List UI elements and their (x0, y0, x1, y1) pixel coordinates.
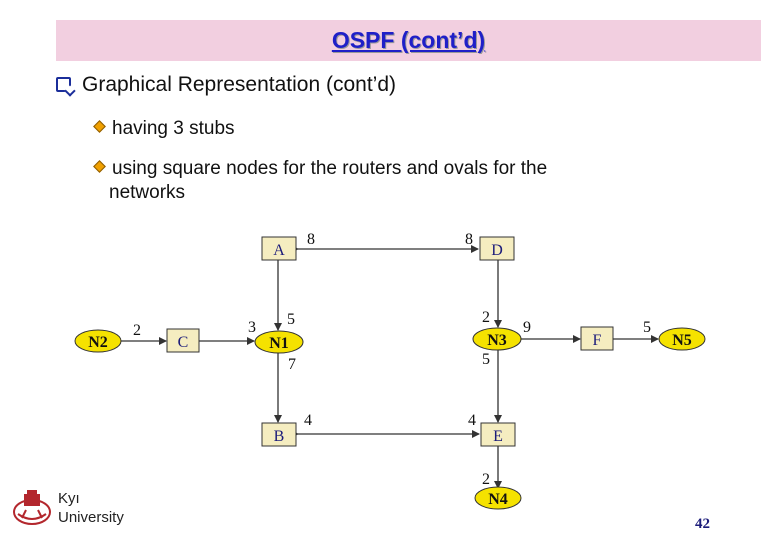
title-bar: OSPF (cont’d) (56, 20, 761, 61)
university-seal-icon (13, 490, 51, 525)
network-N3: N3 (472, 327, 522, 351)
university-name-line2: University (58, 509, 124, 526)
network-N2: N2 (74, 329, 122, 353)
router-A-label: A (273, 242, 285, 259)
router-F-label: F (593, 332, 602, 349)
cost-label: 3 (248, 319, 256, 336)
cost-label: 7 (288, 356, 296, 373)
university-name-line1: Kyı (58, 490, 80, 507)
network-N1: N1 (254, 330, 304, 354)
main-bullet: Graphical Representation (cont’d) (56, 73, 396, 97)
sub-bullet-1: having 3 stubs (93, 117, 235, 141)
main-bullet-text: Graphical Representation (cont’d) (82, 73, 396, 96)
cost-label: 5 (643, 319, 651, 336)
cost-label: 8 (465, 231, 473, 248)
cost-label: 4 (468, 412, 476, 429)
cost-label: 9 (523, 319, 531, 336)
router-D: D (479, 236, 515, 261)
cost-label: 5 (287, 311, 295, 328)
network-N4-label: N4 (488, 491, 508, 508)
network-N3-label: N3 (487, 332, 507, 349)
network-N5-label: N5 (672, 332, 692, 349)
network-N4: N4 (474, 486, 522, 510)
cost-label: 2 (482, 471, 490, 488)
router-B-label: B (274, 428, 285, 445)
sub-bullet-2-text: using square nodes for the routers and o… (112, 158, 548, 179)
router-E: E (480, 422, 516, 447)
cost-label: 2 (133, 322, 141, 339)
router-E-label: E (493, 428, 503, 445)
page-number: 42 (695, 516, 710, 532)
sub-bullet-2: using square nodes for the routers and o… (93, 157, 715, 205)
cost-label: 8 (307, 231, 315, 248)
router-D-label: D (491, 242, 503, 259)
router-A: A (261, 236, 297, 261)
router-C: C (166, 328, 200, 353)
slide-title: OSPF (cont’d) (331, 27, 486, 53)
cost-label: 5 (482, 351, 490, 368)
network-N2-label: N2 (88, 334, 108, 351)
cost-label: 2 (482, 309, 490, 326)
router-B: B (261, 422, 297, 447)
router-C-label: C (178, 334, 189, 351)
network-N5: N5 (658, 327, 706, 351)
cost-label: 4 (304, 412, 312, 429)
sub-bullet-2-continuation: networks (109, 182, 186, 203)
network-N1-label: N1 (269, 335, 289, 352)
sub-bullet-1-text: having 3 stubs (112, 118, 235, 139)
university-logo (12, 488, 52, 528)
router-F: F (580, 326, 614, 351)
checkbox-bullet-icon (56, 77, 71, 92)
